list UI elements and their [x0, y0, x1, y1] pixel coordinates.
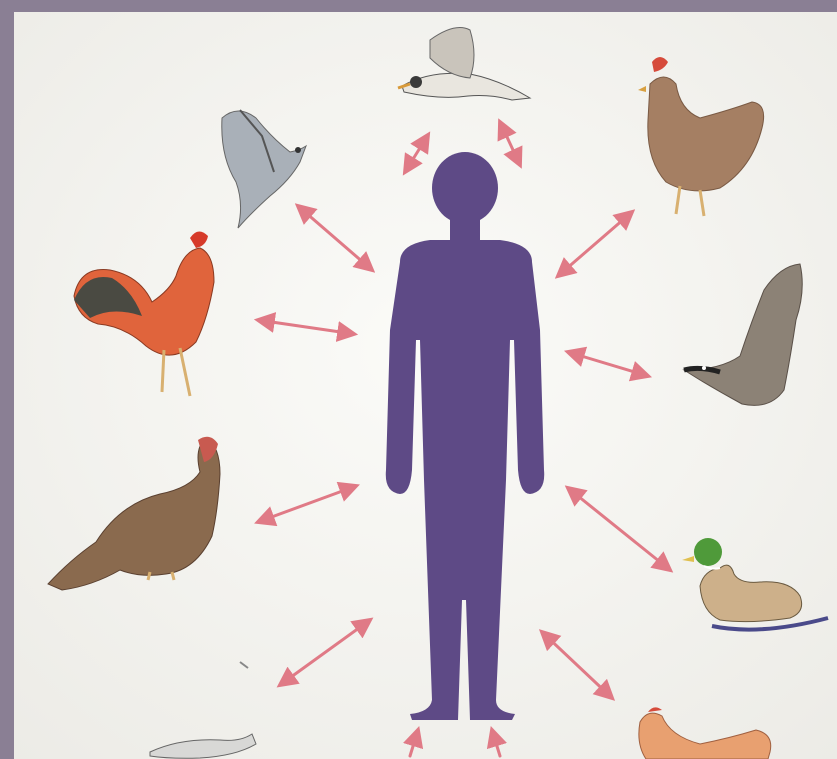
diagram-canvas	[0, 0, 837, 759]
